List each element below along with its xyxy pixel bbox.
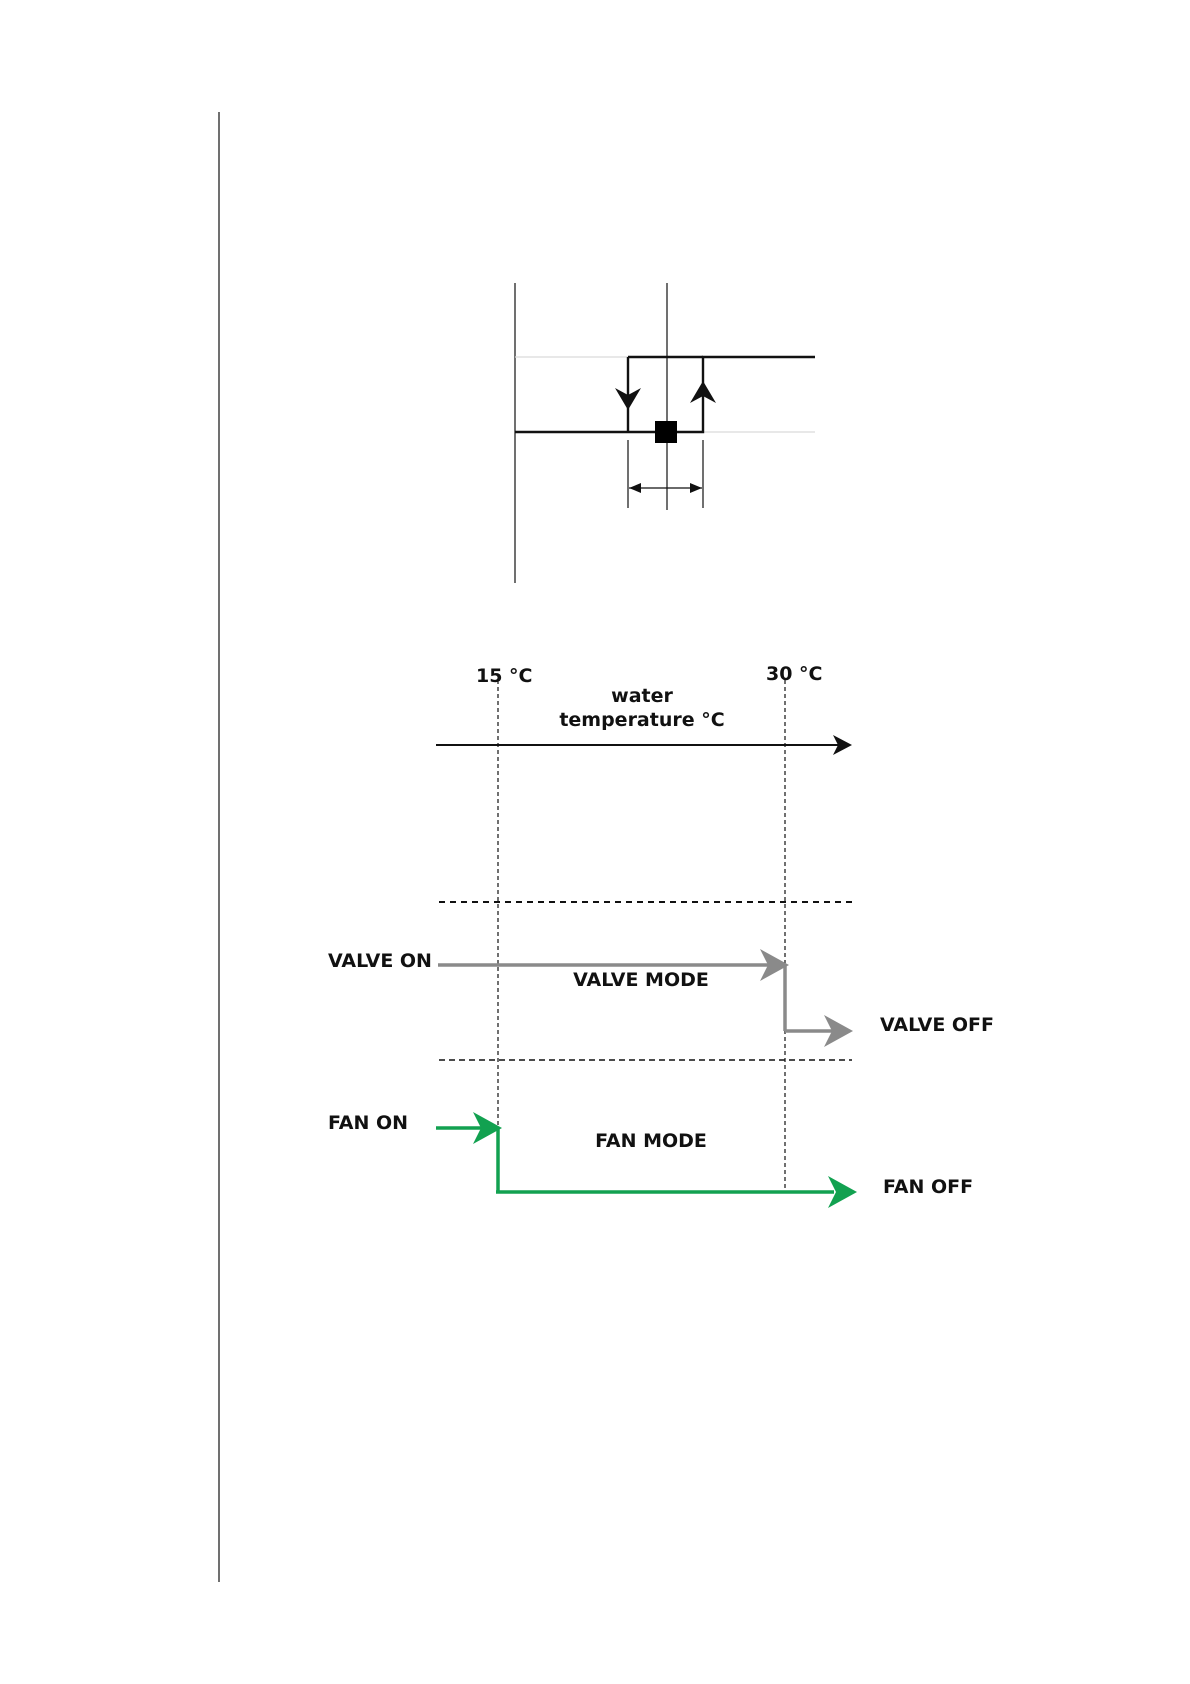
valve-off-label: VALVE OFF xyxy=(880,1014,994,1036)
band-arrowhead-left xyxy=(629,483,641,493)
valve-on-label: VALVE ON xyxy=(328,950,432,972)
fan-on-label: FAN ON xyxy=(328,1112,408,1134)
valve-mode-label: VALVE MODE xyxy=(573,969,709,991)
setpoint-square-icon xyxy=(655,421,677,443)
axis-label-line1: water xyxy=(611,685,673,707)
fan-mode-label: FAN MODE xyxy=(595,1130,707,1152)
band-arrowhead-right xyxy=(690,483,702,493)
temp-low-label: 15 °C xyxy=(476,665,533,687)
hysteresis-loop xyxy=(515,357,815,432)
hysteresis-diagram xyxy=(515,283,815,583)
temp-high-label: 30 °C xyxy=(766,663,823,685)
fan-off-label: FAN OFF xyxy=(883,1176,973,1198)
axis-label-line2: temperature °C xyxy=(559,709,724,731)
mode-diagram: 15 °C 30 °C water temperature °C VALVE O… xyxy=(328,663,994,1208)
